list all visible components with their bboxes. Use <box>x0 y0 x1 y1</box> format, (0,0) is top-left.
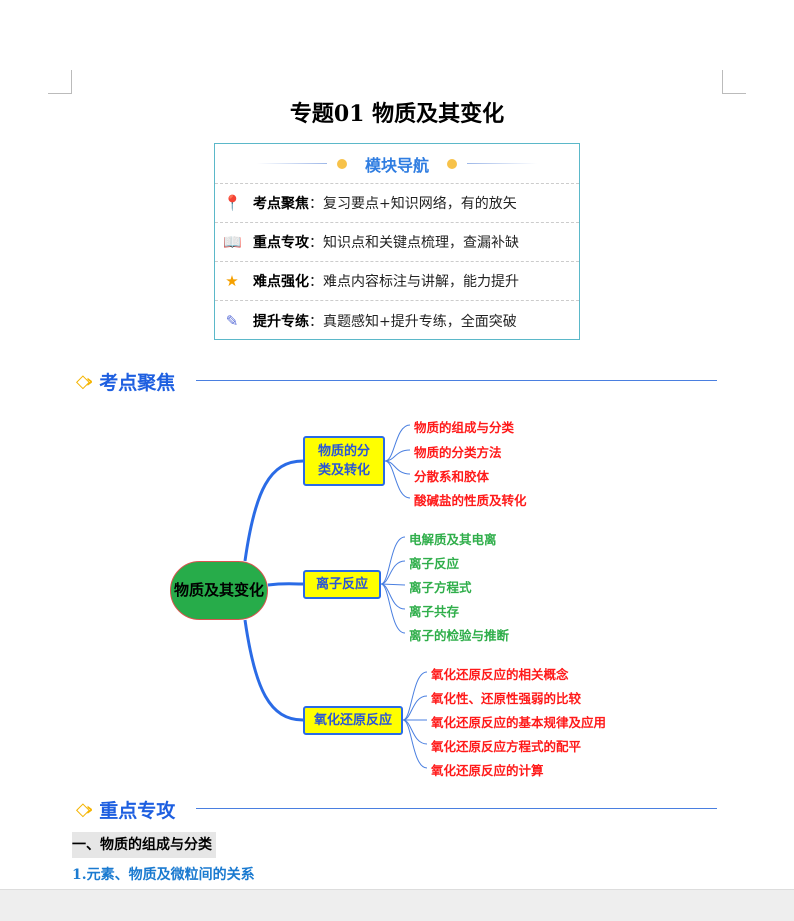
mindmap-leaf: 物质的组成与分类 <box>414 420 515 435</box>
nav-desc: ：难点内容标注与讲解，能力提升 <box>309 274 519 290</box>
page-corner-mark <box>722 70 746 94</box>
module-nav-box: 模块导航 📍 考点聚焦：复习要点+知识网络，有的放矢 📖 重点专攻：知识点和关键点梳… <box>214 143 580 340</box>
book-icon: 📖 <box>223 233 242 251</box>
chevron-icon: ◇› <box>76 370 93 392</box>
page-title: 专题01 物质及其变化 <box>289 101 505 127</box>
mindmap-leaf: 离子反应 <box>409 556 460 571</box>
dot-icon <box>336 158 347 169</box>
mindmap-leaf: 氧化还原反应方程式的配平 <box>431 739 582 754</box>
section-divider <box>196 808 717 809</box>
heading-level2: 1.元素、物质及微粒间的关系 <box>72 867 255 883</box>
page-gap <box>0 889 794 921</box>
mindmap-root: 物质及其变化 <box>170 561 268 620</box>
nav-desc: ：真题感知+提升专练，全面突破 <box>309 313 517 330</box>
map-icon: 📍 <box>223 194 242 212</box>
mindmap-leaf: 氧化性、还原性强弱的比较 <box>431 691 582 706</box>
nav-title: 模块导航 <box>364 155 429 175</box>
mindmap-leaf: 氧化还原反应的相关概念 <box>431 667 569 682</box>
chevron-icon: ◇› <box>76 798 93 820</box>
nav-label: 考点聚焦 <box>253 196 309 212</box>
dot-icon <box>447 158 457 169</box>
mindmap-leaf: 物质的分类方法 <box>414 445 502 460</box>
divider <box>467 163 537 164</box>
mindmap-branch-redox: 氧化还原反应 <box>303 706 403 735</box>
nav-desc: ：复习要点+知识网络，有的放矢 <box>309 196 517 212</box>
mindmap-leaf: 氧化还原反应的计算 <box>431 763 544 778</box>
branch-connector <box>243 459 304 562</box>
edit-icon: ✎ <box>225 311 239 330</box>
mindmap-connectors <box>243 424 428 769</box>
mindmap-leaf: 离子共存 <box>409 604 460 619</box>
branch-connector <box>267 582 304 587</box>
nav-row[interactable]: ★ 难点强化：难点内容标注与讲解，能力提升 <box>215 262 579 301</box>
divider <box>256 163 327 164</box>
mindmap-leaf: 离子方程式 <box>409 580 472 595</box>
heading-level1: 一、物质的组成与分类 <box>72 832 216 858</box>
star-icon: ★ <box>225 272 239 290</box>
nav-row[interactable]: 📖 重点专攻：知识点和关键点梳理，查漏补缺 <box>215 223 579 262</box>
nav-label: 重点专攻 <box>253 235 309 251</box>
branch-connector <box>243 619 304 722</box>
section-heading-kaodian: ◇› 考点聚焦 <box>76 369 176 394</box>
section-divider <box>196 380 717 381</box>
nav-header: 模块导航 <box>215 144 579 184</box>
section-heading-zhongdian: ◇› 重点专攻 <box>76 797 176 822</box>
nav-row[interactable]: 📍 考点聚焦：复习要点+知识网络，有的放矢 <box>215 184 579 223</box>
mindmap-leaf: 离子的检验与推断 <box>409 628 510 643</box>
mindmap-leaf: 氧化还原反应的基本规律及应用 <box>431 715 607 730</box>
mindmap-leaf: 酸碱盐的性质及转化 <box>414 493 527 508</box>
section-title: 考点聚焦 <box>99 371 176 394</box>
nav-label: 难点强化 <box>253 274 309 290</box>
mindmap-branch-classification: 物质的分类及转化 <box>303 436 385 486</box>
nav-label: 提升专练 <box>253 313 309 330</box>
nav-row[interactable]: ✎ 提升专练：真题感知+提升专练，全面突破 <box>215 301 579 340</box>
page-corner-mark <box>48 70 72 94</box>
nav-desc: ：知识点和关键点梳理，查漏补缺 <box>309 235 519 251</box>
mindmap-leaf: 分散系和胶体 <box>414 469 490 484</box>
mindmap-leaf: 电解质及其电离 <box>409 532 497 547</box>
section-title: 重点专攻 <box>99 799 176 822</box>
mindmap-branch-ionic: 离子反应 <box>303 570 381 599</box>
